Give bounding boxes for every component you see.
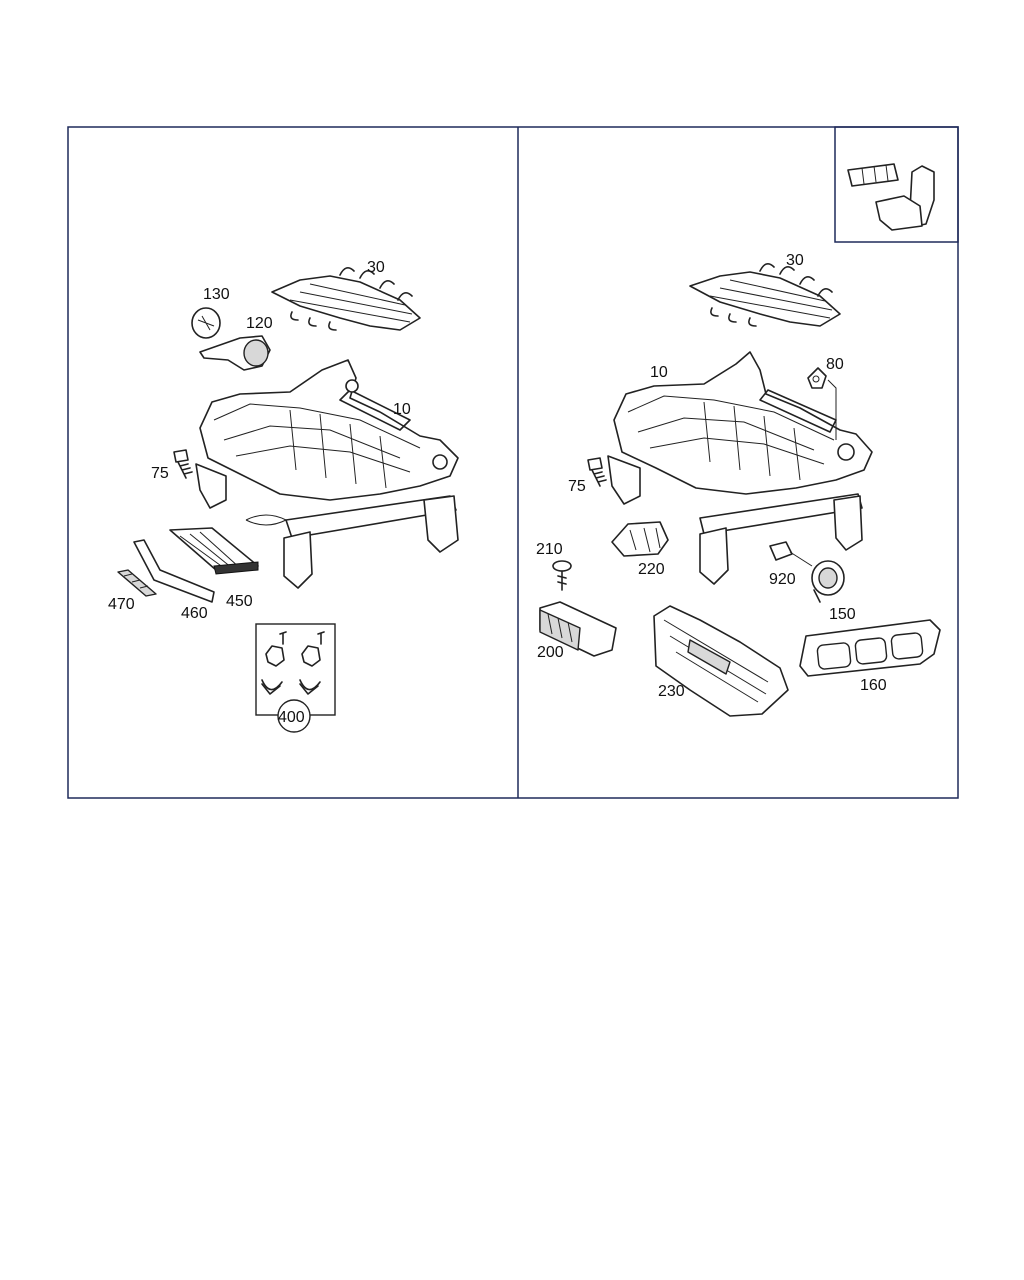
inset-seat-switch	[847, 163, 935, 231]
part-30-springs-right	[689, 263, 841, 327]
part-450-panel	[169, 527, 259, 575]
part-470-switch	[117, 569, 157, 597]
label-160: 160	[860, 677, 887, 694]
label-220: 220	[638, 561, 665, 578]
label-230: 230	[658, 683, 685, 700]
part-75-bolt-right	[587, 457, 607, 487]
label-80: 80	[826, 356, 844, 373]
label-150: 150	[829, 606, 856, 623]
part-130-disc	[191, 307, 221, 339]
label-210: 210	[536, 541, 563, 558]
right-panel: 30 10 80 75	[536, 163, 941, 717]
part-200-control-unit	[539, 601, 617, 657]
diagram-frame	[67, 126, 959, 799]
part-30-springs	[271, 267, 421, 331]
label-10-left: 10	[393, 401, 411, 418]
inset-box	[834, 126, 959, 243]
label-130: 130	[203, 286, 230, 303]
label-10-right: 10	[650, 364, 668, 381]
part-400-kit	[255, 623, 336, 733]
part-460-cover	[133, 539, 215, 603]
part-230-housing	[653, 605, 789, 717]
label-200: 200	[537, 644, 564, 661]
part-160-trim	[799, 619, 941, 677]
part-10-seat-frame	[195, 359, 459, 589]
label-400: 400	[278, 709, 305, 726]
label-450: 450	[226, 593, 253, 610]
label-120: 120	[246, 315, 273, 332]
part-80-washer	[807, 367, 837, 440]
part-75-bolt-left	[173, 449, 193, 479]
label-920: 920	[769, 571, 796, 588]
label-470: 470	[108, 596, 135, 613]
part-150-motor	[811, 560, 845, 603]
part-10-seat-frame-right	[607, 351, 873, 585]
label-75-left: 75	[151, 465, 169, 482]
part-920-clip	[769, 541, 813, 567]
left-panel: 30 130 120 10	[108, 259, 459, 733]
label-30-right: 30	[786, 252, 804, 269]
part-120-lever	[199, 335, 271, 371]
label-460: 460	[181, 605, 208, 622]
label-75-right: 75	[568, 478, 586, 495]
part-220-bracket	[611, 521, 669, 557]
label-30-left: 30	[367, 259, 385, 276]
part-210-screw	[552, 560, 572, 591]
